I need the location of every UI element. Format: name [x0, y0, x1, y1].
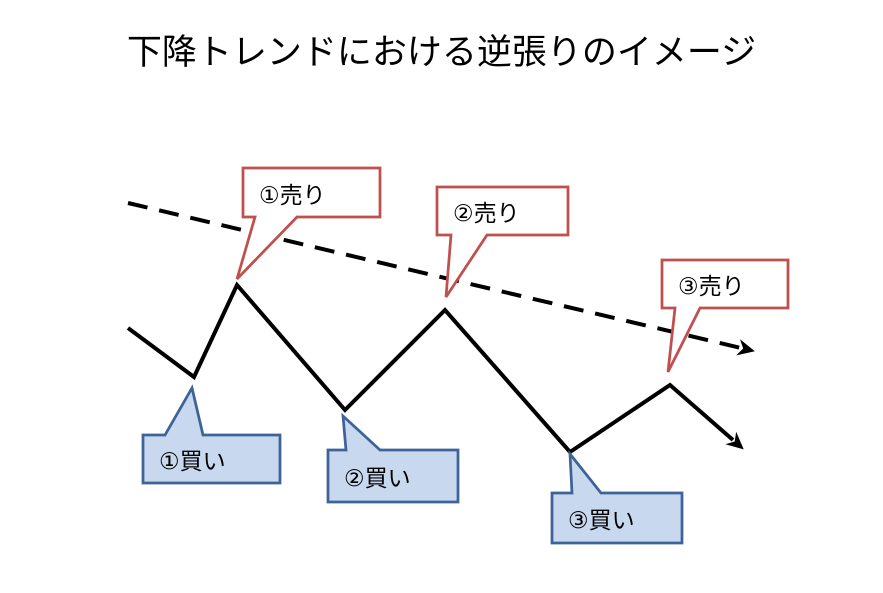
buy-callout-3-shape	[550, 449, 684, 545]
sell-callout-1-shape	[235, 166, 382, 280]
buy-callout-1-shape	[141, 384, 282, 485]
buy-callout-2-shape	[326, 412, 460, 504]
price-zigzag-arrow-line	[126, 281, 744, 455]
diagram-title: 下降トレンドにおける逆張りのイメージ	[126, 33, 757, 73]
downtrend-dashed-arrow-line	[127, 201, 755, 356]
sell-callout-3-shape	[660, 258, 790, 373]
sell-callout-2-shape	[435, 185, 570, 298]
